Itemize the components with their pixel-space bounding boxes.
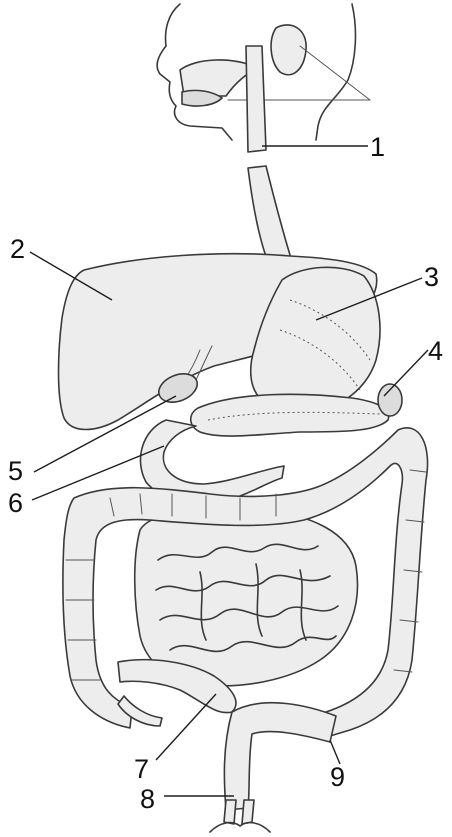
label-8: 8	[140, 784, 155, 814]
leader-4	[384, 350, 428, 396]
rectum	[210, 703, 336, 832]
small-intestine	[118, 509, 358, 713]
label-2: 2	[10, 234, 25, 264]
leader-7	[156, 694, 216, 760]
esophagus	[246, 46, 296, 277]
label-3: 3	[424, 262, 439, 292]
pancreas	[191, 394, 389, 436]
label-4: 4	[428, 336, 443, 366]
label-5: 5	[8, 456, 23, 486]
label-1: 1	[370, 132, 385, 162]
leader-9	[330, 740, 340, 764]
label-6: 6	[8, 488, 23, 518]
label-7: 7	[134, 754, 149, 784]
label-9: 9	[330, 762, 345, 792]
